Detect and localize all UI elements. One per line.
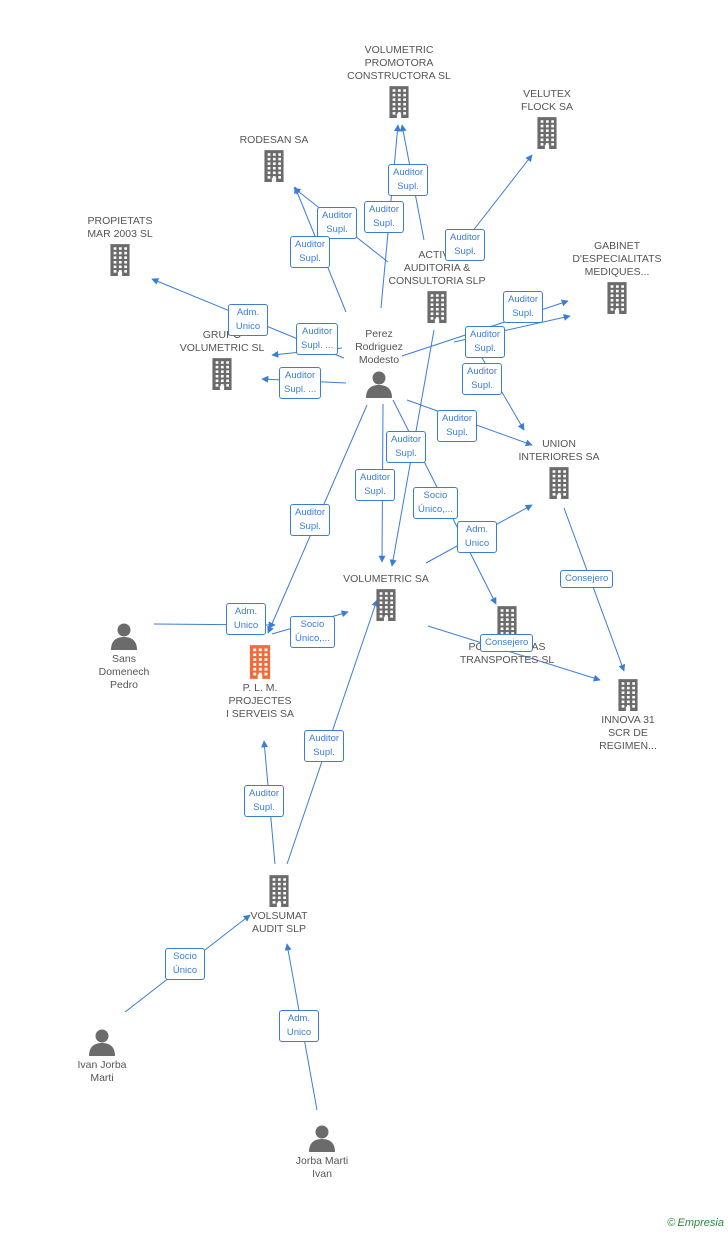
person-icon <box>111 623 137 650</box>
relationship-badge-auditor[interactable]: Auditor Supl. <box>355 469 396 501</box>
node-label: VOLUMETRIC PROMOTORA CONSTRUCTORA SL <box>347 44 451 82</box>
building-icon <box>110 244 130 276</box>
building-icon <box>607 282 627 314</box>
relationship-badge-auditor[interactable]: Auditor Supl. <box>445 229 486 261</box>
relationship-badge-socio[interactable]: Socio Único,... <box>290 616 335 648</box>
edge-union-to-innova <box>563 507 626 672</box>
empresia-logo: ©Empresia <box>667 1217 724 1229</box>
building-icon <box>549 467 569 499</box>
node-label: INNOVA 31 SCR DE REGIMEN... <box>599 714 657 752</box>
relationship-badge-auditor[interactable]: Auditor Supl. <box>244 785 285 817</box>
node-label: ACTIVA AUDITORIA & CONSULTORIA SLP <box>388 249 486 287</box>
building-icon <box>537 117 557 149</box>
relationship-badge-consejero[interactable]: Consejero <box>480 634 534 652</box>
relationship-badge-auditor[interactable]: Auditor Supl. <box>317 207 358 239</box>
node-plm[interactable]: P. L. M. PROJECTES I SERVEIS SA <box>190 642 330 721</box>
relationship-badge-auditor[interactable]: Auditor Supl. <box>462 363 503 395</box>
node-label: VELUTEX FLOCK SA <box>521 88 573 113</box>
relationship-badge-auditor[interactable]: Auditor Supl. <box>437 410 478 442</box>
node-volsumat[interactable]: VOLSUMAT AUDIT SLP <box>209 872 349 936</box>
node-jorba[interactable]: Jorba Marti Ivan <box>252 1121 392 1181</box>
node-innova[interactable]: INNOVA 31 SCR DE REGIMEN... <box>558 676 698 753</box>
node-label: VOLSUMAT AUDIT SLP <box>250 910 308 935</box>
relationship-badge-auditor[interactable]: Auditor Supl. <box>304 730 345 762</box>
node-volumetric-promotora[interactable]: VOLUMETRIC PROMOTORA CONSTRUCTORA SL <box>329 44 469 121</box>
node-rodesan[interactable]: RODESAN SA <box>204 134 344 185</box>
node-perez[interactable]: Perez Rodriguez Modesto <box>309 328 449 401</box>
relationship-badge-socio[interactable]: Socio Único <box>165 948 205 980</box>
relationship-badge-consejero[interactable]: Consejero <box>560 570 614 588</box>
building-icon <box>264 150 284 182</box>
brand-name: Empresia <box>677 1217 724 1229</box>
node-label: P. L. M. PROJECTES I SERVEIS SA <box>225 682 295 720</box>
node-ivan[interactable]: Ivan Jorba Marti <box>32 1025 172 1085</box>
node-velutex[interactable]: VELUTEX FLOCK SA <box>477 88 617 152</box>
building-icon <box>427 291 447 323</box>
person-icon <box>89 1029 115 1056</box>
node-label: RODESAN SA <box>239 134 309 146</box>
relationship-badge-adm[interactable]: Adm. Unico <box>228 304 268 336</box>
relationship-badge-adm[interactable]: Adm. Unico <box>457 521 497 553</box>
relationship-badge-auditor[interactable]: Auditor Supl. <box>290 504 331 536</box>
building-icon <box>212 358 232 390</box>
node-label: PROPIETATS MAR 2003 SL <box>87 215 153 240</box>
building-icon <box>376 589 396 621</box>
relationship-badge-auditor[interactable]: Auditor Supl. ... <box>279 367 322 399</box>
node-label: Ivan Jorba Marti <box>77 1059 127 1084</box>
relationship-badge-socio[interactable]: Socio Único,... <box>413 487 458 519</box>
building-icon <box>389 86 409 118</box>
node-label: UNION INTERIORES SA <box>518 438 600 463</box>
relationship-badge-auditor[interactable]: Auditor Supl. <box>290 236 331 268</box>
relationship-badge-adm[interactable]: Adm. Unico <box>279 1010 319 1042</box>
person-icon <box>309 1125 335 1152</box>
building-icon <box>497 606 517 638</box>
node-volumetric-sa[interactable]: VOLUMETRIC SA <box>316 573 456 624</box>
building-icon <box>269 875 289 907</box>
node-activa[interactable]: ACTIVA AUDITORIA & CONSULTORIA SLP <box>367 249 507 326</box>
relationship-badge-auditor[interactable]: Auditor Supl. <box>386 431 427 463</box>
node-label: Jorba Marti Ivan <box>295 1155 349 1180</box>
relationship-badge-auditor[interactable]: Auditor Supl. <box>503 291 544 323</box>
edge-activa-to-velutex <box>471 154 533 233</box>
node-propietats[interactable]: PROPIETATS MAR 2003 SL <box>50 215 190 279</box>
node-sans[interactable]: Sans Domenech Pedro <box>54 619 194 692</box>
node-grupo-volumetric[interactable]: GRUPO VOLUMETRIC SL <box>152 329 292 393</box>
relationship-badge-auditor[interactable]: Auditor Supl. <box>388 164 429 196</box>
relationship-badge-auditor[interactable]: Auditor Supl. <box>465 326 506 358</box>
node-label: GABINET D'ESPECIALITATS MEDIQUES... <box>572 240 662 278</box>
building-icon <box>249 645 271 679</box>
person-icon <box>366 371 392 398</box>
relationship-badge-adm[interactable]: Adm. Unico <box>226 603 266 635</box>
edge-volumetric-sa-to-innova <box>427 625 601 682</box>
node-gabinet[interactable]: GABINET D'ESPECIALITATS MEDIQUES... <box>547 240 687 317</box>
copyright-icon: © <box>667 1217 676 1229</box>
node-label: VOLUMETRIC SA <box>343 573 429 585</box>
relationship-badge-auditor[interactable]: Auditor Supl. <box>364 201 405 233</box>
node-label: GRUPO VOLUMETRIC SL <box>179 329 265 354</box>
node-union[interactable]: UNION INTERIORES SA <box>489 438 629 502</box>
building-icon <box>618 679 638 711</box>
node-label: Sans Domenech Pedro <box>98 653 150 691</box>
node-label: Perez Rodriguez Modesto <box>355 328 403 366</box>
relationship-badge-auditor[interactable]: Auditor Supl. ... <box>296 323 339 355</box>
